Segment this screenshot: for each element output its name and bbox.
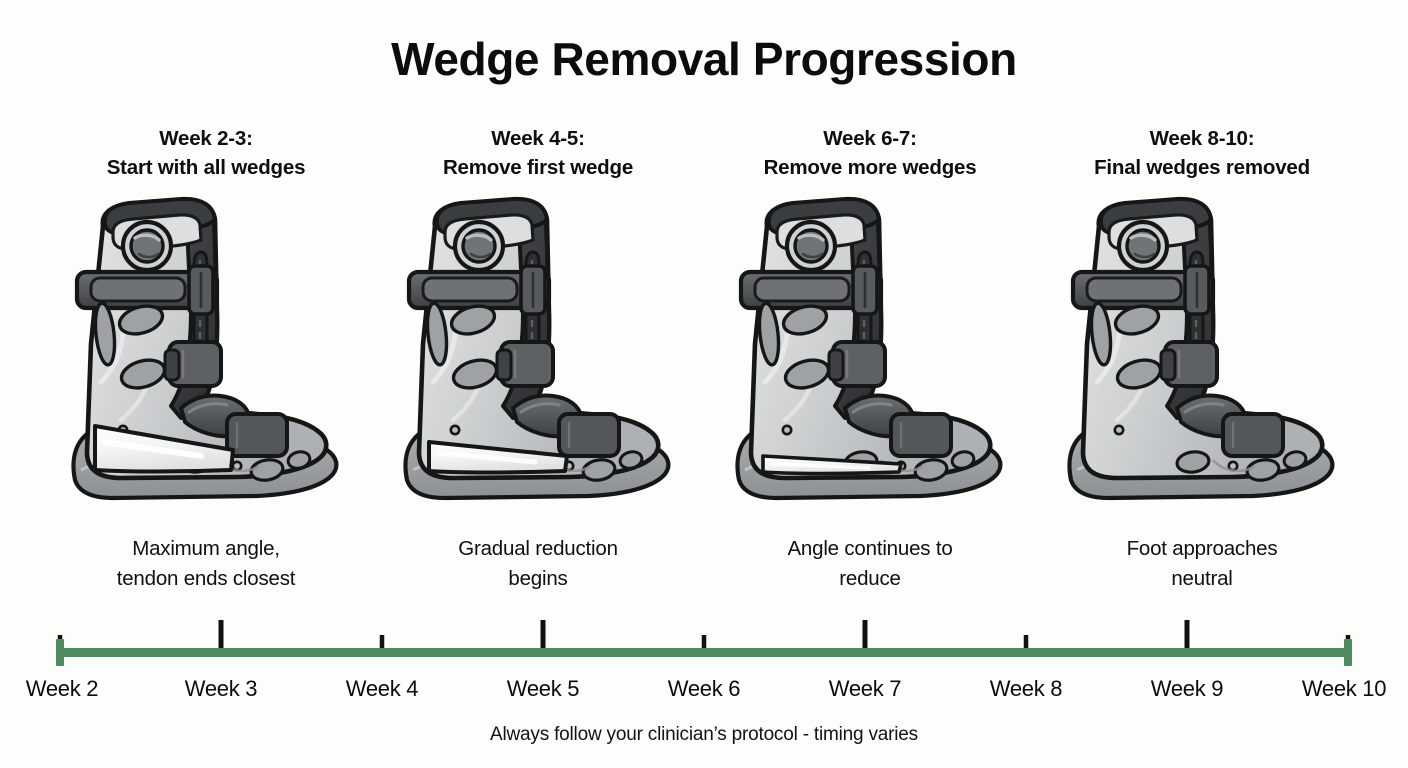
timeline (0, 620, 1408, 710)
boot-illustration-3 (720, 194, 1020, 524)
timeline-endcap (56, 639, 64, 666)
timeline-tick-major (540, 620, 546, 657)
stage-columns: Week 2-3: Start with all wedges Maximum … (40, 124, 1368, 624)
stage-heading-4: Week 8-10: Final wedges removed (1094, 124, 1310, 182)
timeline-tick-minor (701, 635, 707, 657)
stage-heading-1: Week 2-3: Start with all wedges (107, 124, 306, 182)
timeline-tick-major (862, 620, 868, 657)
timeline-tick-major (218, 620, 224, 657)
stage-caption-2-line2: begins (508, 566, 568, 590)
timeline-bar (60, 648, 1348, 657)
stage-heading-4-line1: Week 8-10: (1149, 127, 1255, 150)
stage-heading-1-line1: Week 2-3: (159, 127, 253, 150)
stage-caption-1-line2: tendon ends closest (116, 566, 296, 590)
stage-heading-3-line2: Remove more wedges (763, 156, 977, 180)
stage-caption-4: Foot approaches neutral (1127, 534, 1278, 593)
stage-column-3: Week 6-7: Remove more wedges Angle conti… (704, 124, 1036, 624)
cam-walker-boot-icon-3 (725, 194, 1015, 524)
stage-heading-2-line2: Remove first wedge (442, 156, 634, 180)
timeline-label-week-5: Week 5 (506, 676, 580, 701)
timeline-label-week-7: Week 7 (828, 676, 902, 701)
timeline-label-week-8: Week 8 (989, 676, 1063, 701)
stage-caption-4-line2: neutral (1171, 566, 1233, 590)
stage-caption-3-line1: Angle continues to (787, 537, 953, 561)
boot-illustration-4 (1052, 194, 1352, 524)
stage-caption-1: Maximum angle, tendon ends closest (117, 534, 296, 593)
stage-column-2: Week 4-5: Remove first wedge Gradual red… (372, 124, 704, 624)
stage-heading-3: Week 6-7: Remove more wedges (764, 124, 977, 182)
timeline-label-week-6: Week 6 (667, 676, 741, 701)
stage-caption-3: Angle continues to reduce (787, 534, 952, 593)
boot-illustration-1 (56, 194, 356, 524)
stage-heading-4-line2: Final wedges removed (1094, 156, 1310, 180)
timeline-label-week-4: Week 4 (345, 676, 419, 701)
stage-heading-1-line2: Start with all wedges (106, 156, 306, 180)
stage-caption-3-line2: reduce (839, 566, 901, 590)
timeline-label-week-10: Week 10 (1301, 676, 1387, 701)
timeline-axis (56, 620, 1352, 666)
stage-column-4: Week 8-10: Final wedges removed Foot app… (1036, 124, 1368, 624)
stage-heading-3-line1: Week 6-7: (823, 127, 917, 150)
stage-column-1: Week 2-3: Start with all wedges Maximum … (40, 124, 372, 624)
timeline-tick-major (1184, 620, 1190, 657)
page-title: Wedge Removal Progression (391, 33, 1017, 85)
cam-walker-boot-icon-4 (1057, 194, 1347, 524)
timeline-tick-minor (379, 635, 385, 657)
stage-caption-4-line1: Foot approaches (1126, 537, 1278, 561)
timeline-label-week-2: Week 2 (25, 676, 99, 701)
stage-heading-2: Week 4-5: Remove first wedge (443, 124, 633, 182)
timeline-label-week-3: Week 3 (184, 676, 258, 701)
cam-walker-boot-icon-2 (393, 194, 683, 524)
stage-caption-2: Gradual reduction begins (458, 534, 618, 593)
cam-walker-boot-icon-1 (61, 194, 351, 524)
footnote-disclaimer: Always follow your clinician’s protocol … (490, 724, 918, 745)
stage-caption-2-line1: Gradual reduction (458, 537, 618, 561)
timeline-endcap-group (56, 639, 1352, 666)
stage-caption-1-line1: Maximum angle, (132, 537, 280, 561)
timeline-label-group: Week 2 Week 3 Week 4 Week 5 Week 6 Week 7 Week… (0, 676, 1408, 710)
boot-illustration-2 (388, 194, 688, 524)
timeline-endcap (1344, 639, 1352, 666)
stage-heading-2-line1: Week 4-5: (491, 127, 585, 150)
timeline-tick-minor (1023, 635, 1029, 657)
timeline-label-week-9: Week 9 (1150, 676, 1224, 701)
